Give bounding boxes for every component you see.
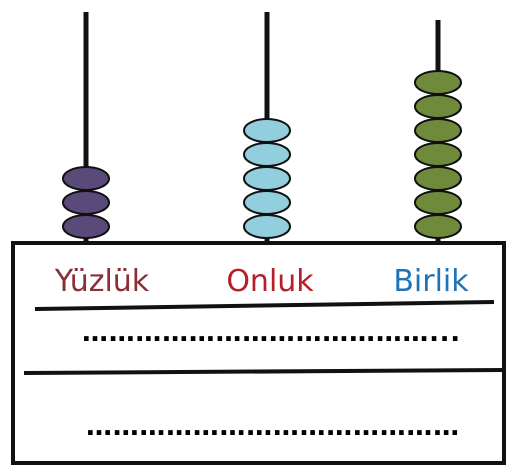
column-label-tens: Onluk (226, 264, 314, 299)
column-label-hundreds: Yüzlük (54, 264, 150, 299)
abacus-base-frame (11, 241, 506, 465)
bead-tens (243, 214, 291, 239)
bead-tens (243, 118, 291, 143)
bead-ones (414, 166, 462, 191)
answer-row-divider-top (34, 300, 495, 311)
bead-ones (414, 214, 462, 239)
bead-hundreds (62, 166, 110, 191)
bead-tens (243, 166, 291, 191)
bead-ones (414, 190, 462, 215)
bead-ones (414, 118, 462, 143)
bead-tens (243, 142, 291, 167)
column-label-ones: Birlik (393, 264, 469, 299)
answer-row-divider-middle (23, 368, 505, 375)
bead-ones (414, 94, 462, 119)
bead-ones (414, 142, 462, 167)
abacus-beads (62, 70, 462, 239)
bead-hundreds (62, 190, 110, 215)
answer-line-2[interactable]: …………………………………… (86, 412, 460, 442)
bead-tens (243, 190, 291, 215)
bead-ones (414, 70, 462, 95)
bead-hundreds (62, 214, 110, 239)
answer-line-1[interactable]: …………………………………... (82, 318, 461, 348)
